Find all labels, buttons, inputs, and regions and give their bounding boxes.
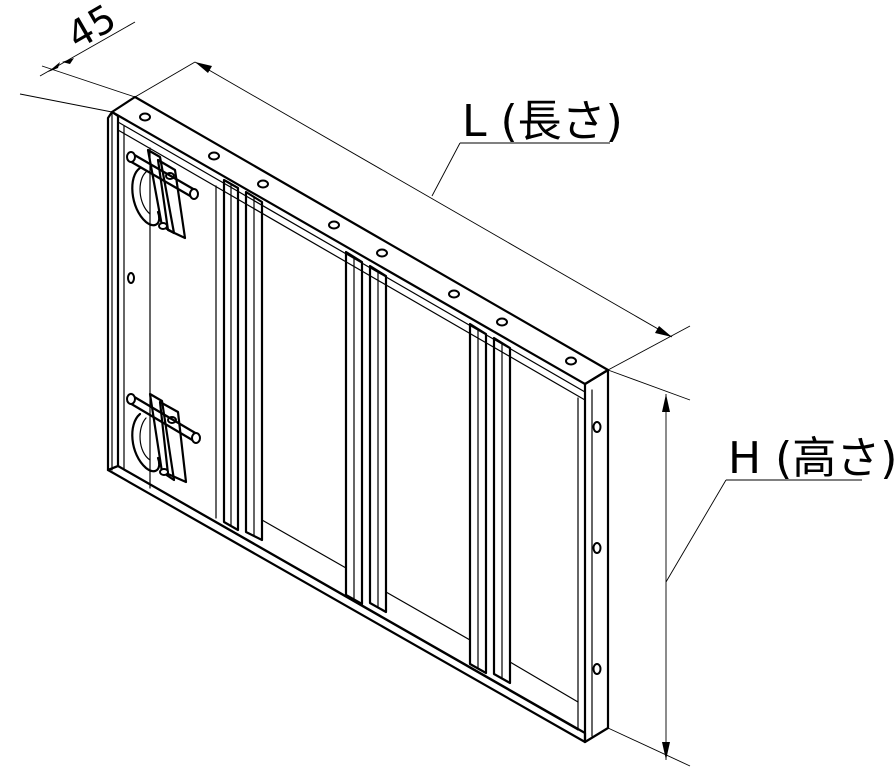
length-label: L (長さ) xyxy=(462,96,623,147)
stiffener-2 xyxy=(344,250,388,614)
top-flange-holes xyxy=(139,112,577,366)
dimension-height xyxy=(607,369,862,767)
panel-faces xyxy=(149,147,579,703)
hinge-lower xyxy=(126,392,201,484)
right-flange-holes xyxy=(592,421,602,675)
dimension-length xyxy=(134,61,691,371)
stiffener-1 xyxy=(222,178,264,542)
stiffener-3 xyxy=(468,322,512,685)
dimension-depth xyxy=(19,21,136,113)
hinge-upper xyxy=(126,148,199,240)
height-label: H (高さ) xyxy=(728,433,895,484)
depth-label: 45 xyxy=(60,0,124,58)
frame-outline xyxy=(106,95,610,744)
left-edge-hole xyxy=(127,272,135,284)
